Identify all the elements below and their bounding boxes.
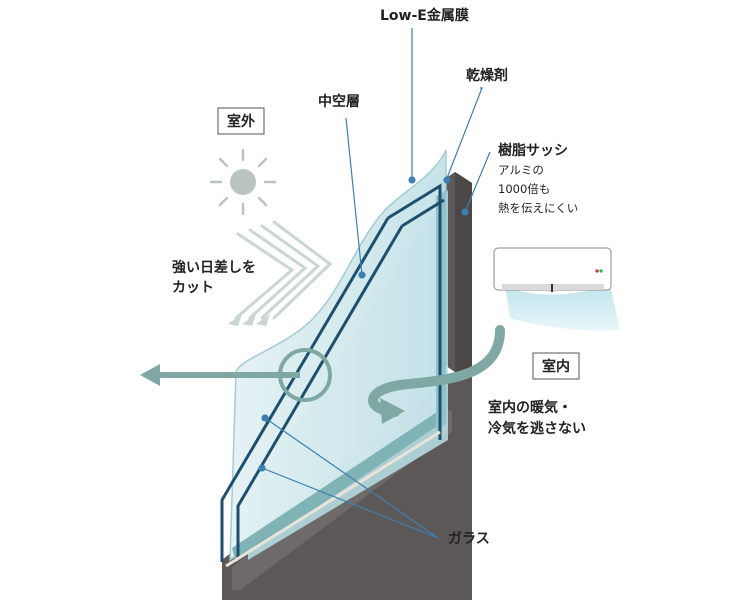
sun-cut-line1: 強い日差しを: [172, 259, 256, 276]
heat-out-arrow: [140, 348, 332, 402]
leader-dots: [258, 176, 469, 472]
air-conditioner-icon: [493, 247, 620, 331]
outdoor-box: [217, 107, 265, 135]
keep-heat-arrow: [368, 325, 505, 424]
deflected-rays-icon: [234, 220, 333, 320]
indoor-box: [532, 352, 580, 380]
resin-sash-label: 樹脂サッシ: [498, 142, 568, 159]
outdoor-label: 室外: [227, 113, 255, 130]
sun-icon: [209, 148, 277, 216]
leader-lines: [261, 28, 491, 539]
glass-edge: [232, 410, 440, 562]
resin-note-line3: 熱を伝えにくい: [498, 201, 578, 215]
spacer-lines: [220, 183, 445, 562]
glass-label: ガラス: [448, 531, 490, 547]
resin-note-line1: アルミの: [498, 163, 544, 177]
desiccant-label: 乾燥剤: [466, 67, 508, 84]
desiccant-strip: [225, 430, 441, 568]
keep-heat-line1: 室内の暖気・: [488, 399, 572, 416]
outer-glass-pane: [229, 149, 447, 562]
air-layer-label: 中空層: [318, 93, 360, 110]
sun-cut-line2: カット: [172, 280, 214, 296]
resin-note-line2: 1000倍も: [498, 182, 550, 196]
keep-heat-line2: 冷気を逃さない: [488, 420, 586, 437]
low-e-label: Low-E金属膜: [380, 7, 469, 24]
indoor-label: 室内: [542, 358, 570, 375]
ray-arrowheads: [228, 314, 270, 326]
